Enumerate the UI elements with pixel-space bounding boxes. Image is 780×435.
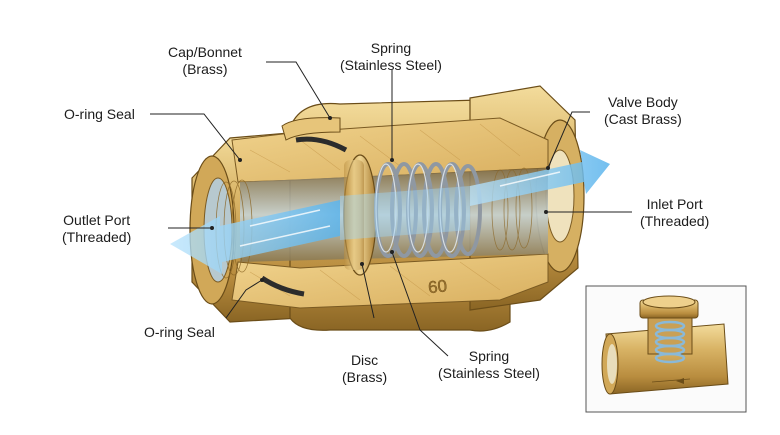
spring bbox=[374, 162, 482, 258]
label-spring-top: Spring (Stainless Steel) bbox=[340, 40, 442, 74]
label-outlet-port: Outlet Port (Threaded) bbox=[62, 212, 131, 246]
label-inlet-port-detail: (Threaded) bbox=[640, 213, 710, 229]
leader-lines bbox=[150, 61, 632, 357]
inset-valve-illustration bbox=[585, 285, 747, 413]
label-valve-body: Valve Body (Cast Brass) bbox=[604, 94, 682, 128]
label-valve-body-material: (Cast Brass) bbox=[604, 111, 682, 127]
label-o-ring-top-name: O-ring Seal bbox=[64, 106, 135, 122]
label-valve-body-name: Valve Body bbox=[608, 94, 678, 110]
label-spring-bottom: Spring (Stainless Steel) bbox=[438, 348, 540, 382]
label-o-ring-top: O-ring Seal bbox=[64, 106, 135, 123]
label-cap-bonnet: Cap/Bonnet (Brass) bbox=[168, 44, 242, 78]
label-spring-bottom-material: (Stainless Steel) bbox=[438, 365, 540, 381]
label-cap-bonnet-material: (Brass) bbox=[182, 61, 228, 77]
label-cap-bonnet-name: Cap/Bonnet bbox=[168, 44, 242, 60]
label-spring-top-name: Spring bbox=[370, 40, 412, 56]
o-ring-bottom bbox=[260, 275, 305, 297]
label-spring-bottom-name: Spring bbox=[468, 348, 510, 364]
label-o-ring-bottom-name: O-ring Seal bbox=[144, 324, 215, 340]
body-marking: 60 bbox=[427, 276, 448, 297]
label-disc: Disc (Brass) bbox=[342, 352, 387, 386]
label-inlet-port-name: Inlet Port bbox=[646, 196, 703, 212]
label-disc-name: Disc bbox=[350, 352, 379, 368]
o-ring-top bbox=[295, 136, 348, 153]
label-outlet-port-name: Outlet Port bbox=[63, 212, 131, 228]
label-disc-material: (Brass) bbox=[342, 369, 388, 385]
label-outlet-port-detail: (Threaded) bbox=[62, 229, 132, 245]
label-o-ring-bottom: O-ring Seal bbox=[144, 324, 215, 341]
label-inlet-port: Inlet Port (Threaded) bbox=[640, 196, 709, 230]
flow-arrows bbox=[170, 150, 610, 274]
label-spring-top-material: (Stainless Steel) bbox=[340, 57, 442, 73]
